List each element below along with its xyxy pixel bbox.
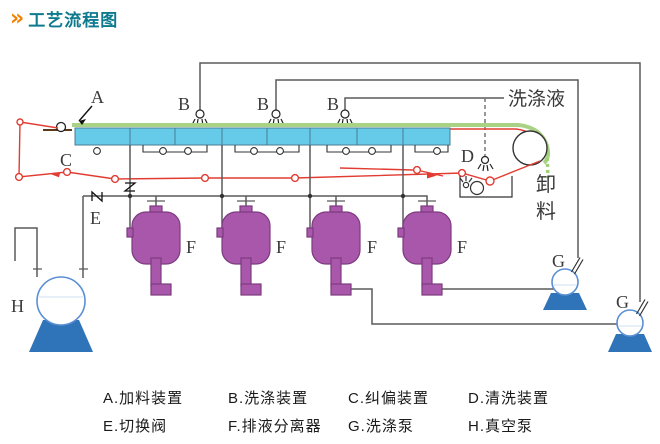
label-wash-pump: G	[552, 251, 565, 271]
page-header: » 工艺流程图	[10, 6, 118, 31]
wash-pump-2	[608, 299, 652, 352]
feed-roller	[55, 121, 67, 133]
label-feed-device: A	[91, 87, 104, 107]
leader-arrow	[79, 119, 86, 125]
label-cleaning-device: D	[461, 146, 474, 166]
legend-item: A.加料装置	[103, 390, 184, 407]
separator-tank	[397, 205, 452, 296]
separator-tank	[126, 205, 181, 296]
separator-tanks	[126, 205, 452, 296]
label-wash-pump: G	[616, 292, 629, 312]
separator-tank	[216, 205, 271, 296]
label-vacuum-pump: H	[11, 296, 24, 316]
legend-item: D.清洗装置	[468, 390, 550, 407]
label-separator: F	[457, 237, 467, 257]
chevron-icon: »	[10, 5, 24, 31]
legend-item: F.排液分离器	[228, 418, 322, 435]
discharge-label: 料	[536, 199, 556, 223]
label-separator: F	[367, 237, 377, 257]
belt-direction-arrow	[51, 173, 60, 178]
process-flow-diagram: A B B B C D E F F F F G G H 洗涤液 卸 料	[11, 62, 652, 352]
label-separator: F	[276, 237, 286, 257]
vacuum-box	[74, 127, 451, 146]
legend-item: B.洗涤装置	[228, 390, 309, 407]
belt-direction-arrow	[427, 172, 437, 179]
legend-item: H.真空泵	[468, 418, 534, 435]
pump-suction-lines	[351, 288, 618, 325]
separator-tank	[306, 205, 361, 296]
label-switch-valve: E	[90, 208, 101, 228]
spray-nozzle-b	[191, 109, 354, 127]
discharge-roller	[512, 130, 548, 166]
label-alignment-device: C	[60, 150, 72, 170]
vacuum-pump	[29, 276, 93, 352]
wash-piping	[199, 62, 641, 302]
switch-valves	[91, 182, 137, 203]
manifold-junctions	[127, 193, 406, 199]
label-wash-device: B	[327, 94, 339, 114]
label-wash-device: B	[178, 94, 190, 114]
spray-nozzle-d	[477, 155, 494, 172]
label-wash-device: B	[257, 94, 269, 114]
feed-device	[43, 105, 93, 133]
valve-icon	[123, 182, 137, 192]
label-separator: F	[186, 237, 196, 257]
page-title: 工艺流程图	[28, 11, 119, 30]
wash-pump-1	[543, 257, 587, 310]
belt-return	[14, 118, 541, 186]
cleaning-device	[459, 176, 513, 198]
legend-item: E.切换阀	[103, 418, 168, 435]
cake-discharge-stream	[545, 151, 550, 179]
legend-item: C.纠偏装置	[348, 390, 430, 407]
wash-liquid-label: 洗涤液	[508, 88, 565, 110]
drain-troughs	[93, 145, 449, 155]
legend: A.加料装置 B.洗涤装置 C.纠偏装置 D.清洗装置 E.切换阀 F.排液分离…	[103, 387, 598, 436]
discharge-label: 卸	[536, 172, 556, 196]
legend-item: G.洗涤泵	[348, 418, 414, 435]
valve-icon	[91, 190, 103, 203]
